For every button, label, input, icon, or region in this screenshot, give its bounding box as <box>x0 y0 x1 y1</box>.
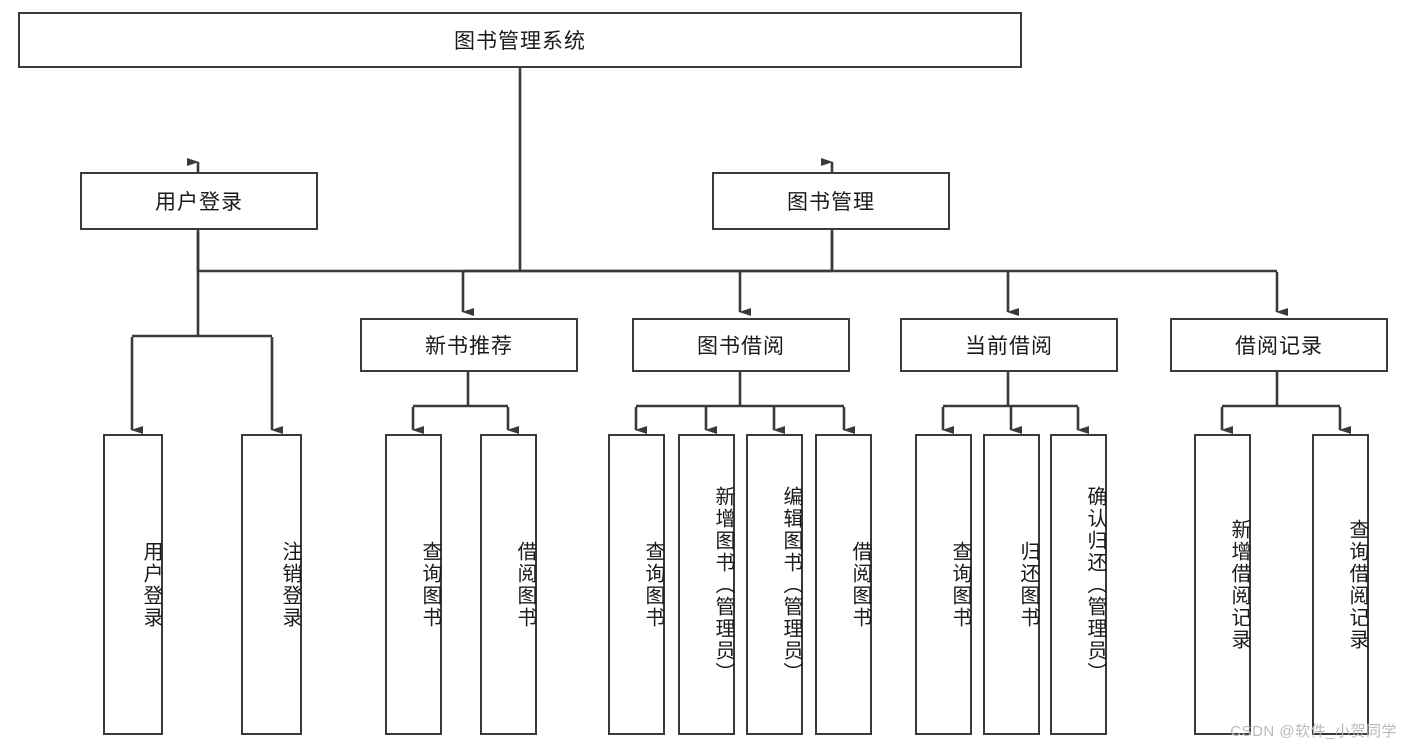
leaf-book-borrow-4[interactable]: 借阅图书 <box>815 434 872 735</box>
leaf-book-borrow-2-label: 新增图书（管理员） <box>712 485 734 684</box>
leaf-book-borrow-4-label: 借阅图书 <box>849 540 871 629</box>
node-current-borrow-label: 当前借阅 <box>965 335 1053 358</box>
node-new-book-recommend[interactable]: 新书推荐 <box>360 318 578 372</box>
node-book-management-label: 图书管理 <box>787 191 875 214</box>
node-book-borrow[interactable]: 图书借阅 <box>632 318 850 372</box>
leaf-current-borrow-3[interactable]: 确认归还（管理员） <box>1050 434 1107 735</box>
leaf-borrow-record-2-label: 查询借阅记录 <box>1346 518 1368 651</box>
leaf-new-book-2[interactable]: 借阅图书 <box>480 434 537 735</box>
leaf-book-borrow-3[interactable]: 编辑图书（管理员） <box>746 434 803 735</box>
leaf-user-login-2-label: 注销登录 <box>279 540 301 629</box>
node-current-borrow[interactable]: 当前借阅 <box>900 318 1118 372</box>
leaf-user-login-1[interactable]: 用户登录 <box>103 434 163 735</box>
leaf-book-borrow-1[interactable]: 查询图书 <box>608 434 665 735</box>
leaf-current-borrow-1[interactable]: 查询图书 <box>915 434 972 735</box>
node-root-label: 图书管理系统 <box>454 30 586 53</box>
node-borrow-record-label: 借阅记录 <box>1235 335 1323 358</box>
leaf-book-borrow-2[interactable]: 新增图书（管理员） <box>678 434 735 735</box>
leaf-book-borrow-3-label: 编辑图书（管理员） <box>780 485 802 684</box>
leaf-borrow-record-1-label: 新增借阅记录 <box>1228 518 1250 651</box>
node-user-login-label: 用户登录 <box>155 191 243 214</box>
node-root[interactable]: 图书管理系统 <box>18 12 1022 68</box>
leaf-borrow-record-2[interactable]: 查询借阅记录 <box>1312 434 1369 735</box>
leaf-book-borrow-1-label: 查询图书 <box>642 540 664 629</box>
leaf-new-book-1-label: 查询图书 <box>419 540 441 629</box>
leaf-user-login-1-label: 用户登录 <box>140 540 162 629</box>
leaf-current-borrow-1-label: 查询图书 <box>949 540 971 629</box>
node-borrow-record[interactable]: 借阅记录 <box>1170 318 1388 372</box>
leaf-user-login-2[interactable]: 注销登录 <box>241 434 302 735</box>
node-book-borrow-label: 图书借阅 <box>697 335 785 358</box>
leaf-borrow-record-1[interactable]: 新增借阅记录 <box>1194 434 1251 735</box>
leaf-current-borrow-2-label: 归还图书 <box>1017 540 1039 629</box>
node-new-book-recommend-label: 新书推荐 <box>425 335 513 358</box>
leaf-new-book-1[interactable]: 查询图书 <box>385 434 442 735</box>
watermark: CSDN @软件_小贺同学 <box>1230 723 1397 740</box>
node-book-management[interactable]: 图书管理 <box>712 172 950 230</box>
leaf-new-book-2-label: 借阅图书 <box>514 540 536 629</box>
node-user-login[interactable]: 用户登录 <box>80 172 318 230</box>
leaf-current-borrow-3-label: 确认归还（管理员） <box>1084 485 1106 684</box>
leaf-current-borrow-2[interactable]: 归还图书 <box>983 434 1040 735</box>
